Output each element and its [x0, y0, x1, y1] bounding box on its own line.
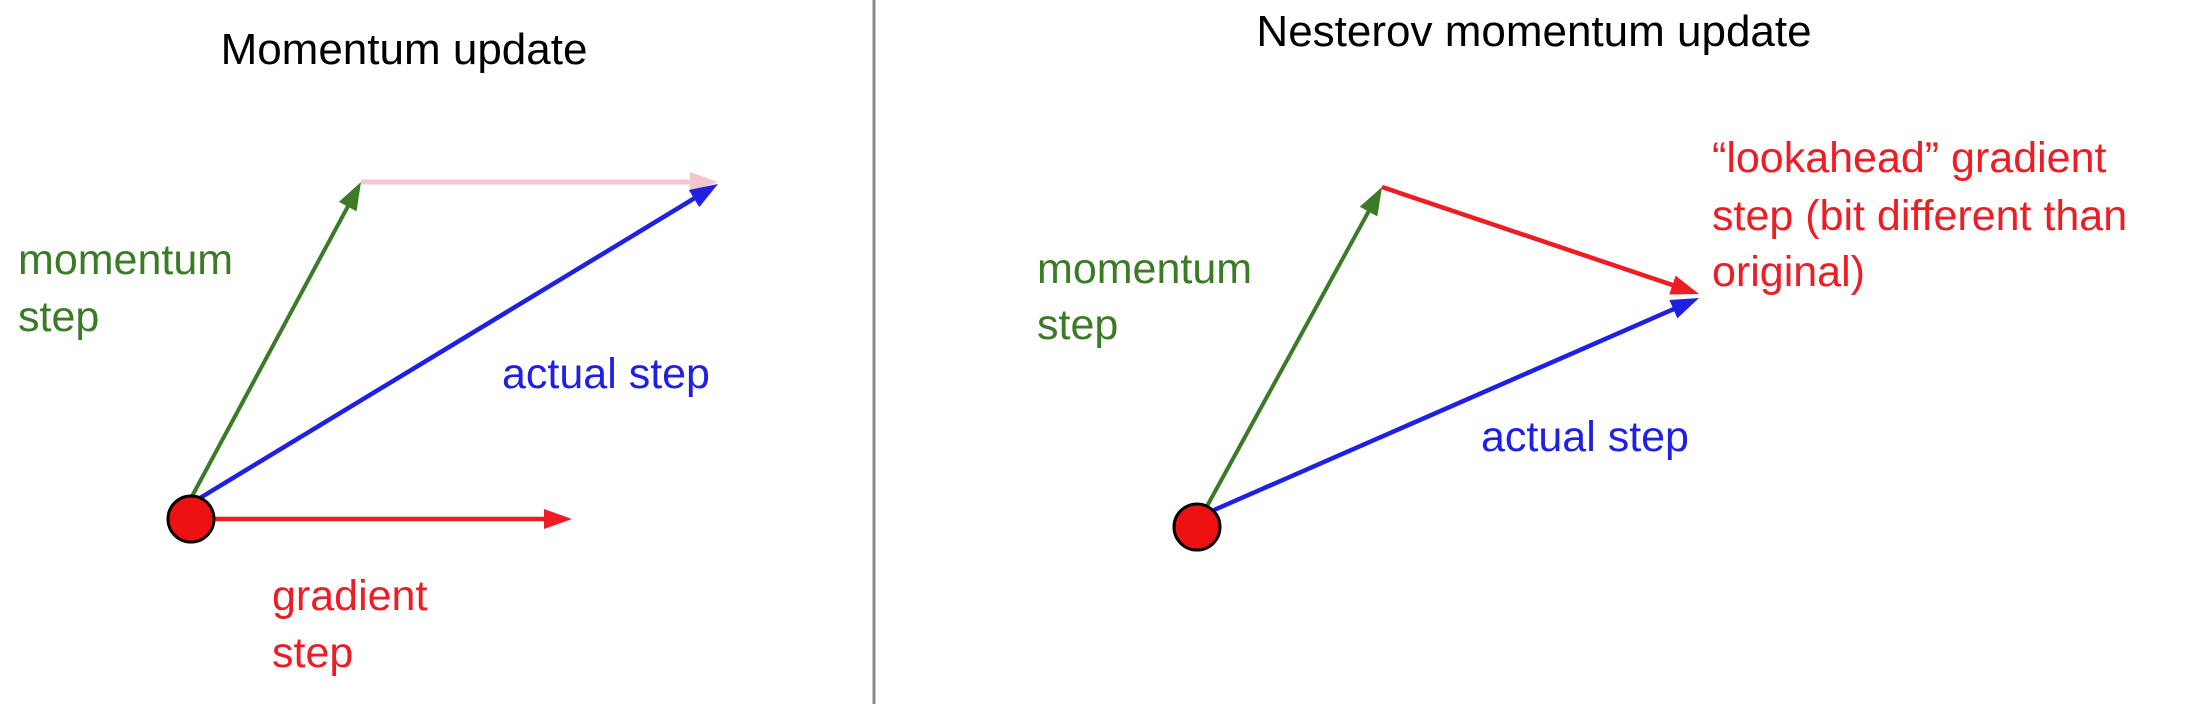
right-momentum-arrow-shaft	[1204, 208, 1372, 509]
right-lookahead-gradient-arrow-shaft	[1381, 184, 1676, 288]
right-actual-step-label: actual step	[1481, 413, 1689, 461]
left-actual-step-arrow-shaft	[198, 195, 697, 500]
left-panel-title: Momentum update	[221, 25, 588, 74]
left-momentum-arrow	[188, 182, 361, 501]
left-momentum-arrow-shaft	[188, 203, 351, 501]
left-actual-step-arrow	[198, 184, 718, 500]
right-lookahead-gradient-arrow	[1381, 184, 1699, 295]
left-start-point	[166, 494, 216, 544]
left-ghost-arrow	[361, 172, 718, 192]
right-panel: Nesterov momentum update momentum step a…	[1037, 7, 2139, 552]
right-momentum-arrow	[1204, 187, 1382, 509]
right-panel-title: Nesterov momentum update	[1256, 7, 1811, 56]
right-momentum-label: momentum step	[1037, 245, 1264, 349]
left-gradient-arrow	[210, 509, 572, 529]
left-momentum-arrow-head	[338, 182, 361, 212]
left-ghost-arrow-head	[690, 172, 718, 192]
right-actual-step-arrow-shaft	[1213, 306, 1677, 513]
right-actual-step-arrow-head	[1669, 298, 1699, 319]
left-panel: Momentum update momentum step actual ste…	[18, 25, 718, 677]
right-start-point	[1172, 502, 1222, 552]
left-gradient-label: gradient step	[272, 572, 439, 677]
left-actual-step-arrow-head	[688, 184, 718, 208]
left-actual-step-label: actual step	[502, 350, 710, 398]
right-lookahead-label: “lookahead” gradient step (bit different…	[1712, 134, 2139, 296]
right-lookahead-gradient-arrow-head	[1669, 275, 1699, 295]
right-actual-step-arrow	[1213, 298, 1699, 513]
right-momentum-arrow-head	[1359, 187, 1382, 217]
left-momentum-label: momentum step	[18, 236, 245, 341]
left-gradient-arrow-head	[544, 509, 572, 529]
